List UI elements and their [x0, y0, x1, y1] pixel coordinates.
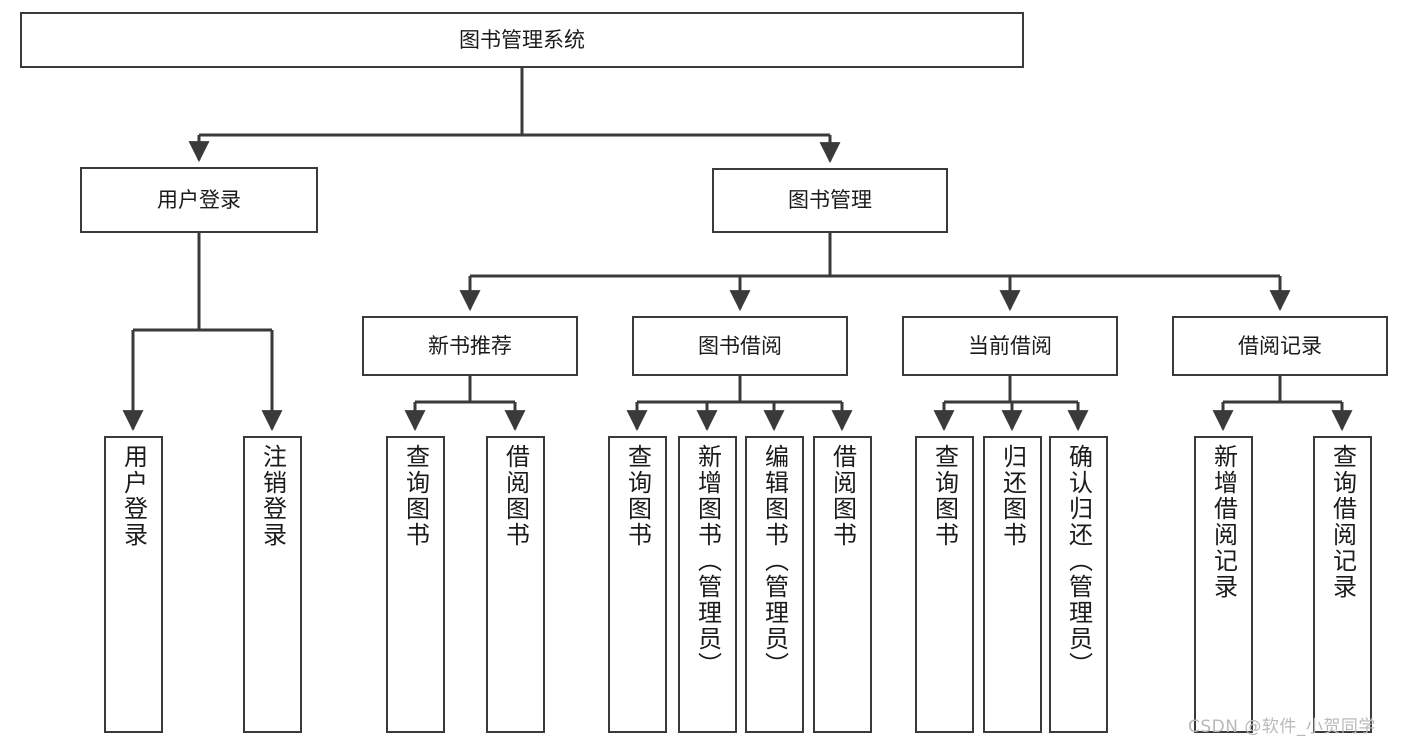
node-new-book-recommend-label: 新书推荐	[428, 333, 512, 358]
node-leaf-query-book-1[interactable]: 查询图书	[386, 436, 445, 733]
node-leaf-add-record[interactable]: 新增借阅记录	[1194, 436, 1253, 733]
node-book-borrow-label: 图书借阅	[698, 333, 782, 358]
node-book-borrow[interactable]: 图书借阅	[632, 316, 848, 376]
node-leaf-edit-book[interactable]: 编辑图书（管理员）	[745, 436, 804, 733]
node-leaf-query-book-1-label: 查询图书	[401, 444, 430, 548]
node-leaf-query-book-2-label: 查询图书	[623, 444, 652, 548]
node-leaf-query-record-label: 查询借阅记录	[1328, 444, 1357, 600]
node-leaf-return-book[interactable]: 归还图书	[983, 436, 1042, 733]
node-root-label: 图书管理系统	[459, 27, 585, 52]
node-leaf-query-book-2[interactable]: 查询图书	[608, 436, 667, 733]
node-leaf-confirm-return[interactable]: 确认归还（管理员）	[1049, 436, 1108, 733]
node-leaf-query-record[interactable]: 查询借阅记录	[1313, 436, 1372, 733]
node-leaf-borrow-book-2-label: 借阅图书	[828, 444, 857, 548]
node-book-management[interactable]: 图书管理	[712, 168, 948, 233]
node-borrow-record-label: 借阅记录	[1238, 333, 1322, 358]
node-new-book-recommend[interactable]: 新书推荐	[362, 316, 578, 376]
node-leaf-logout[interactable]: 注销登录	[243, 436, 302, 733]
node-leaf-user-login[interactable]: 用户登录	[104, 436, 163, 733]
node-leaf-user-login-label: 用户登录	[119, 444, 148, 548]
node-leaf-return-book-label: 归还图书	[998, 444, 1027, 548]
node-leaf-query-book-3-label: 查询图书	[930, 444, 959, 548]
node-user-login-label: 用户登录	[157, 187, 241, 212]
node-book-management-label: 图书管理	[788, 188, 872, 213]
node-leaf-add-book[interactable]: 新增图书（管理员）	[678, 436, 737, 733]
node-leaf-borrow-book-1[interactable]: 借阅图书	[486, 436, 545, 733]
node-leaf-borrow-book-1-label: 借阅图书	[501, 444, 530, 548]
node-current-borrow[interactable]: 当前借阅	[902, 316, 1118, 376]
node-leaf-query-book-3[interactable]: 查询图书	[915, 436, 974, 733]
node-leaf-logout-label: 注销登录	[258, 444, 287, 548]
node-root[interactable]: 图书管理系统	[20, 12, 1024, 68]
node-leaf-edit-book-label: 编辑图书（管理员）	[760, 444, 789, 678]
node-leaf-borrow-book-2[interactable]: 借阅图书	[813, 436, 872, 733]
node-leaf-confirm-return-label: 确认归还（管理员）	[1064, 444, 1093, 678]
node-user-login[interactable]: 用户登录	[80, 167, 318, 233]
node-borrow-record[interactable]: 借阅记录	[1172, 316, 1388, 376]
node-leaf-add-book-label: 新增图书（管理员）	[693, 444, 722, 678]
node-current-borrow-label: 当前借阅	[968, 333, 1052, 358]
node-leaf-add-record-label: 新增借阅记录	[1209, 444, 1238, 600]
